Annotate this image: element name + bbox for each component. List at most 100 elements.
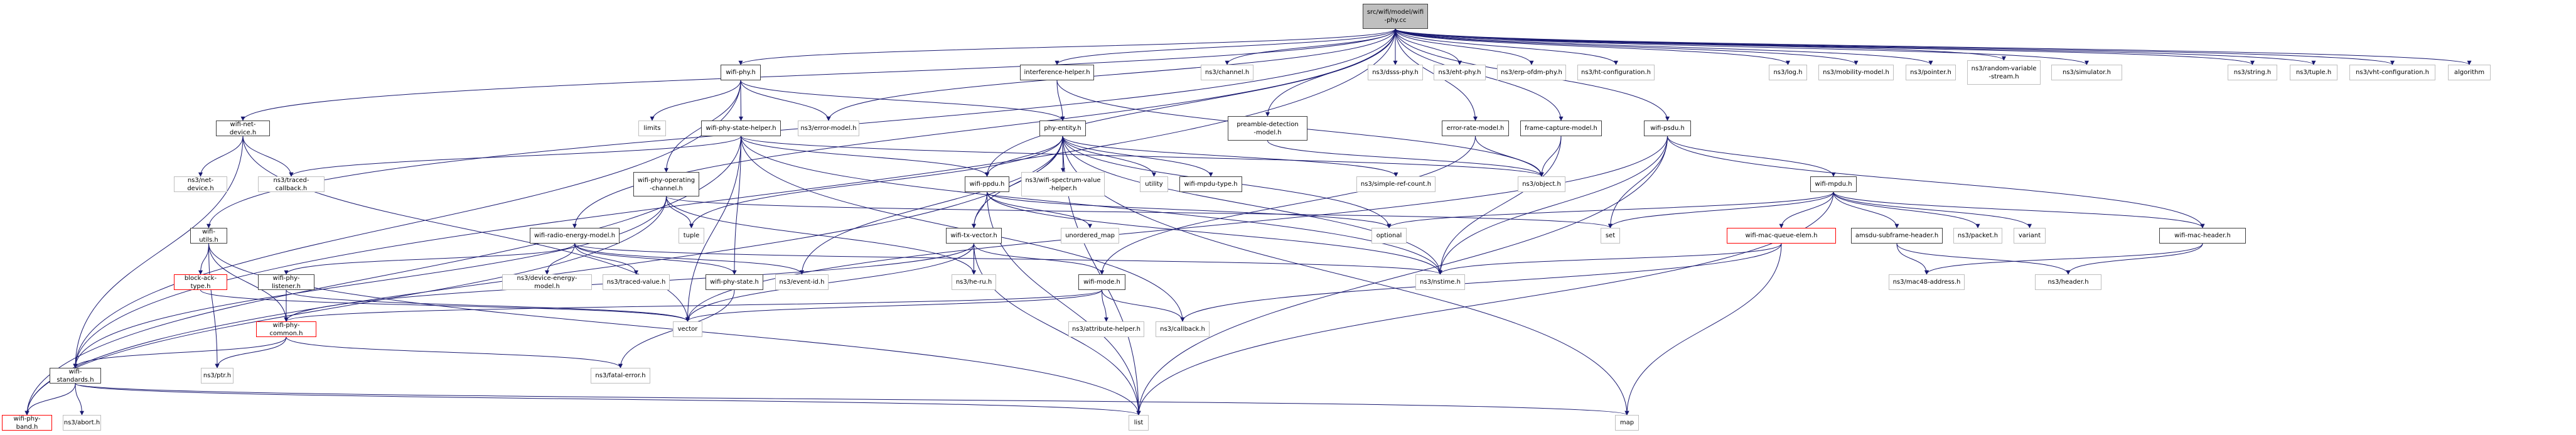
edge-wifi-radio-energy-model-to-event-id	[574, 243, 804, 275]
node-wifi-phy-state-helper[interactable]: wifi-phy-state-helper.h	[701, 121, 781, 136]
node-wifi-spectrum-value-helper[interactable]: ns3/wifi-spectrum-value -helper.h	[1021, 172, 1105, 196]
edge-wifi-mac-header-to-header	[2066, 243, 2203, 275]
node-variant[interactable]: variant	[2014, 228, 2046, 244]
node-he-ru[interactable]: ns3/he-ru.h	[952, 274, 996, 290]
node-wifi-phy-common[interactable]: wifi-phy-common.h	[256, 321, 316, 337]
node-ptr[interactable]: ns3/ptr.h	[201, 368, 233, 384]
node-amsdu-subframe-header[interactable]: amsdu-subframe-header.h	[1851, 228, 1943, 244]
node-event-id[interactable]: ns3/event-id.h	[775, 274, 829, 290]
node-vector[interactable]: vector	[673, 321, 702, 337]
node-interference-helper[interactable]: interference-helper.h	[1020, 65, 1094, 80]
node-limits[interactable]: limits	[638, 121, 666, 136]
node-unordered_map[interactable]: unordered_map	[1061, 228, 1119, 244]
node-simulator[interactable]: ns3/simulator.h	[2051, 65, 2122, 80]
node-set[interactable]: set	[1601, 228, 1620, 244]
node-header[interactable]: ns3/header.h	[2035, 274, 2101, 290]
node-nstime[interactable]: ns3/nstime.h	[1415, 274, 1465, 290]
edge-wifi-psdu-to-vector	[685, 136, 1668, 322]
node-wifi-mac-header[interactable]: wifi-mac-header.h	[2159, 228, 2246, 244]
edge-wifi-mpdu-to-list	[1136, 191, 1834, 416]
edge-wifi-ppdu-to-unordered_map	[987, 191, 1092, 228]
node-mobility-model[interactable]: ns3/mobility-model.h	[1818, 65, 1894, 80]
node-tuple[interactable]: tuple	[679, 228, 704, 244]
edge-wifi-utils-to-block-ack-type	[198, 243, 209, 275]
node-fatal-error[interactable]: ns3/fatal-error.h	[591, 368, 650, 384]
node-wifi-standards[interactable]: wifi-standards.h	[50, 368, 101, 384]
edge-wifi-mode-to-wifi-phy-common	[284, 289, 1102, 322]
node-wifi-radio-energy-model[interactable]: wifi-radio-energy-model.h	[530, 228, 620, 244]
edge-wifi-phy-common-to-ptr	[215, 336, 287, 368]
node-error-model[interactable]: ns3/error-model.h	[798, 121, 859, 136]
node-wifi-ppdu[interactable]: wifi-ppdu.h	[965, 176, 1009, 192]
edge-wifi-psdu-to-wifi-mpdu	[1667, 136, 1836, 177]
edge-root-to-mobility-model	[1395, 28, 1859, 65]
node-list[interactable]: list	[1129, 415, 1149, 431]
node-object[interactable]: ns3/object.h	[1518, 176, 1565, 192]
edge-wifi-mpdu-to-wifi-mac-queue-elem	[1779, 191, 1834, 228]
node-wifi-mpdu-type[interactable]: wifi-mpdu-type.h	[1179, 176, 1242, 192]
edge-wifi-mpdu-to-optional	[1387, 191, 1834, 228]
node-simple-ref-count[interactable]: ns3/simple-ref-count.h	[1356, 176, 1436, 192]
node-abort[interactable]: ns3/abort.h	[63, 415, 101, 431]
node-eht-phy[interactable]: ns3/eht-phy.h	[1434, 65, 1486, 80]
edge-root-to-interference-helper	[1055, 28, 1396, 65]
node-optional[interactable]: optional	[1371, 228, 1407, 244]
edge-wifi-radio-energy-model-to-wifi-phy-listener	[284, 243, 575, 275]
edge-wifi-tx-vector-to-wifi-mode	[974, 243, 1104, 275]
node-mac48-address[interactable]: ns3/mac48-address.h	[1889, 274, 1965, 290]
node-packet[interactable]: ns3/packet.h	[1953, 228, 2002, 244]
node-wifi-phy-band[interactable]: wifi-phy-band.h	[2, 415, 52, 431]
node-callback[interactable]: ns3/callback.h	[1156, 321, 1210, 337]
node-device-energy-model[interactable]: ns3/device-energy-model.h	[502, 274, 592, 290]
edge-wifi-mode-to-attribute-helper	[1102, 289, 1108, 322]
node-algorithm[interactable]: algorithm	[2448, 65, 2491, 80]
node-string[interactable]: ns3/string.h	[2228, 65, 2277, 80]
edge-wifi-mpdu-to-packet	[1833, 191, 1980, 228]
node-wifi-phy-operating-channel[interactable]: wifi-phy-operating -channel.h	[633, 172, 699, 196]
node-ht-configuration[interactable]: ns3/ht-configuration.h	[1577, 65, 1655, 80]
node-frame-capture-model[interactable]: frame-capture-model.h	[1520, 121, 1602, 136]
node-error-rate-model[interactable]: error-rate-model.h	[1442, 121, 1509, 136]
node-wifi-mode[interactable]: wifi-mode.h	[1078, 274, 1125, 290]
node-wifi-psdu[interactable]: wifi-psdu.h	[1644, 121, 1691, 136]
node-preamble-detection-model[interactable]: preamble-detection -model.h	[1228, 116, 1307, 141]
node-channel[interactable]: ns3/channel.h	[1201, 65, 1253, 80]
edge-preamble-detection-model-to-object	[1267, 140, 1544, 177]
edge-phy-entity-to-simple-ref-count	[1062, 136, 1398, 177]
node-ns3-tuple[interactable]: ns3/tuple.h	[2290, 65, 2337, 80]
node-root[interactable]: src/wifi/model/wifi -phy.cc	[1363, 4, 1428, 29]
node-log[interactable]: ns3/log.h	[1769, 65, 1807, 80]
node-wifi-utils[interactable]: wifi-utils.h	[190, 228, 227, 244]
edge-phy-entity-to-utility	[1062, 136, 1156, 177]
node-wifi-tx-vector[interactable]: wifi-tx-vector.h	[946, 228, 1002, 244]
edge-wifi-phy-to-error-model	[740, 80, 831, 121]
node-phy-entity[interactable]: phy-entity.h	[1039, 121, 1086, 136]
node-pointer[interactable]: ns3/pointer.h	[1906, 65, 1956, 80]
edge-wifi-radio-energy-model-to-nstime	[574, 243, 1442, 275]
node-wifi-phy-listener[interactable]: wifi-phy-listener.h	[258, 274, 314, 290]
edge-amsdu-subframe-header-to-header	[1896, 243, 2071, 275]
node-wifi-phy-state[interactable]: wifi-phy-state.h	[706, 274, 763, 290]
edge-wifi-standards-to-wifi-phy-band	[24, 383, 76, 416]
edge-wifi-phy-state-helper-to-traced-callback	[289, 136, 741, 177]
node-wifi-net-device[interactable]: wifi-net-device.h	[216, 121, 270, 136]
node-block-ack-type[interactable]: block-ack-type.h	[174, 274, 227, 290]
edge-root-to-random-variable-stream	[1395, 28, 2006, 61]
node-erp-ofdm-phy[interactable]: ns3/erp-ofdm-phy.h	[1497, 65, 1566, 80]
node-traced-value[interactable]: ns3/traced-value.h	[603, 274, 670, 290]
node-utility[interactable]: utility	[1140, 176, 1168, 192]
edge-wifi-phy-state-helper-to-wifi-phy-state	[732, 136, 741, 275]
node-dsss-phy[interactable]: ns3/dsss-phy.h	[1368, 65, 1423, 80]
node-map[interactable]: map	[1615, 415, 1639, 431]
node-vht-configuration[interactable]: ns3/vht-configuration.h	[2349, 65, 2435, 80]
edge-wifi-mpdu-to-variant	[1833, 191, 2032, 228]
edge-root-to-pointer	[1395, 28, 1933, 65]
node-wifi-phy[interactable]: wifi-phy.h	[721, 65, 761, 80]
node-random-variable-stream[interactable]: ns3/random-variable -stream.h	[1967, 60, 2041, 85]
node-wifi-mac-queue-elem[interactable]: wifi-mac-queue-elem.h	[1727, 228, 1836, 244]
node-net-device[interactable]: ns3/net-device.h	[174, 176, 227, 192]
node-wifi-mpdu[interactable]: wifi-mpdu.h	[1810, 176, 1857, 192]
node-attribute-helper[interactable]: ns3/attribute-helper.h	[1068, 321, 1144, 337]
edge-wifi-net-device-to-vector	[242, 136, 690, 322]
node-traced-callback[interactable]: ns3/traced-callback.h	[258, 176, 325, 192]
